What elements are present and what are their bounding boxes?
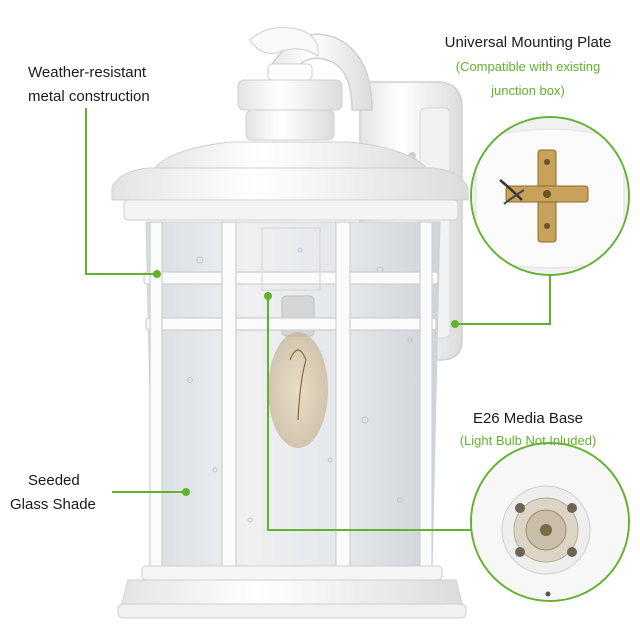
weather-label-line1: Weather-resistant <box>28 64 147 81</box>
mounting-arm <box>249 27 373 111</box>
glass-label-line2: Glass Shade <box>10 496 96 513</box>
mounting-plate-title: Universal Mounting Plate <box>444 34 612 51</box>
glass-label-line1: Seeded <box>28 472 80 489</box>
lantern-base <box>117 565 467 619</box>
mounting-plate-detail-icon <box>470 116 630 276</box>
e26-socket-detail-icon <box>470 442 630 602</box>
cage-frame <box>143 221 439 571</box>
top-cap <box>111 63 469 221</box>
mounting-plate-note-line2: junction box) <box>491 83 565 98</box>
e26-base-title: E26 Media Base <box>472 410 584 427</box>
e26-base-note: (Light Bulb Not Inluded) <box>459 433 597 448</box>
mounting-plate-note-line1: (Compatible with existing <box>455 59 601 74</box>
callout-dots <box>153 270 459 496</box>
weather-label-line2: metal construction <box>28 88 150 105</box>
callout-lines <box>85 108 551 531</box>
